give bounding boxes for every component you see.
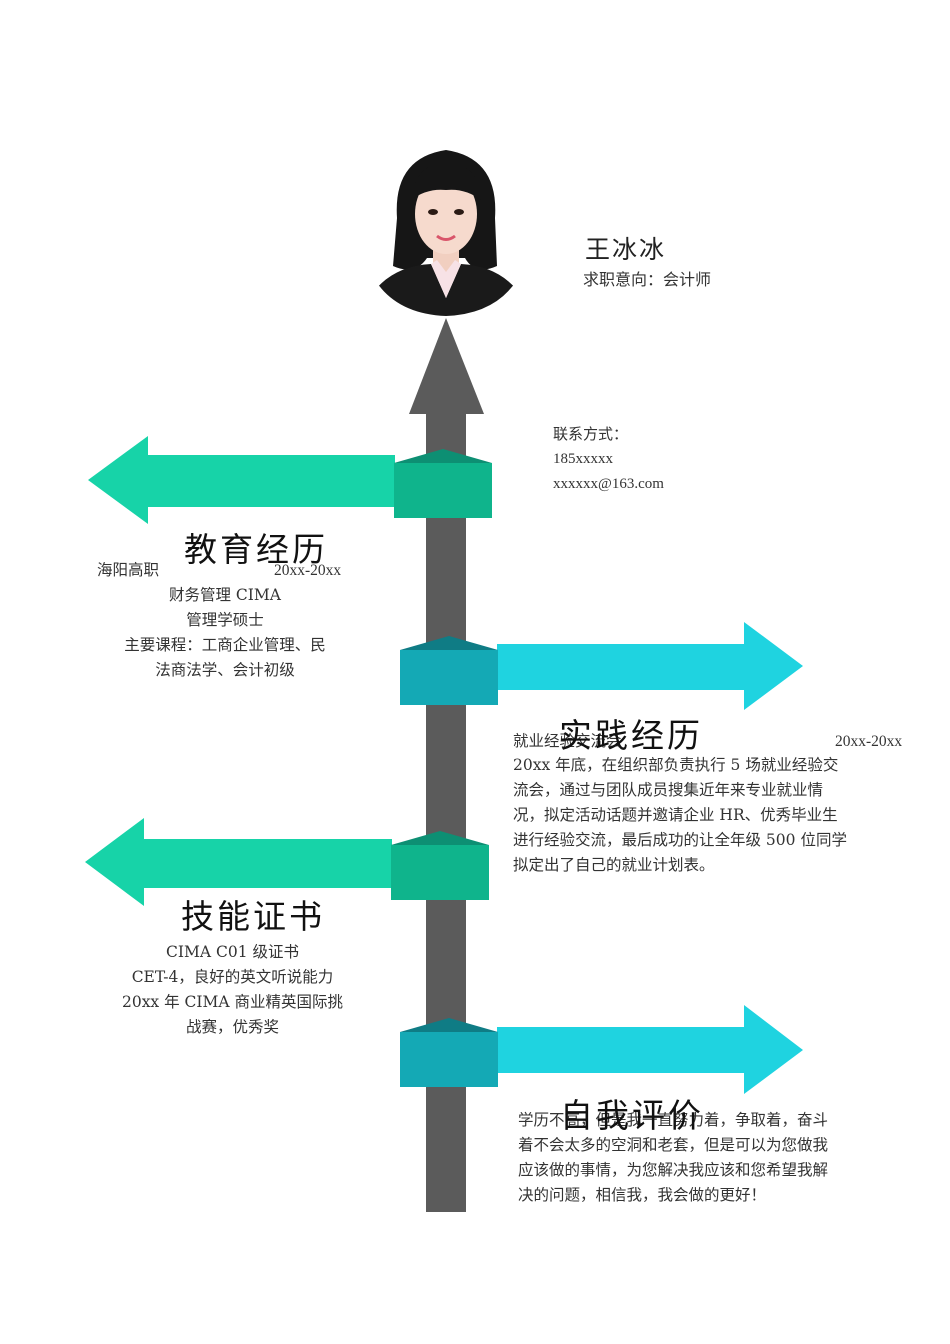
education-degree: 管理学硕士 (186, 611, 264, 629)
practice-description: 20xx 年底，在组织部负责执行 5 场就业经验交 流会，通过与团队成员搜集近年… (513, 753, 923, 878)
job-intent-value: 会计师 (663, 270, 712, 289)
education-title: 教育经历 (184, 530, 328, 569)
self-eval-line: 应该做的事情，为您解决我应该和您希望我解 (518, 1161, 829, 1179)
job-intent: 求职意向：会计师 (583, 266, 711, 290)
contact-email: xxxxxx@163.com (553, 476, 664, 492)
timeline-trunk (426, 400, 466, 1212)
practice-line: 进行经验交流，最后成功的让全年级 500 位同学 (513, 831, 847, 849)
skills-list: CIMA C01 级证书 CET-4，良好的英文听说能力 20xx 年 CIMA… (100, 940, 365, 1040)
practice-line: 况，拟定活动话题并邀请企业 HR、优秀毕业生 (513, 806, 838, 824)
education-courses-2: 法商法学、会计初级 (155, 661, 295, 679)
person-photo-icon (375, 148, 517, 316)
skills-title: 技能证书 (181, 897, 325, 936)
practice-period: 20xx-20xx (835, 733, 903, 750)
contact-block: 联系方式： 185xxxxx xxxxxx@163.com (553, 422, 664, 497)
practice-title: 实践经历 (559, 716, 703, 755)
education-major: 财务管理 CIMA (169, 586, 281, 604)
practice-event: 就业经验交流会 (513, 732, 622, 750)
skills-line: 战赛，优秀奖 (185, 1018, 279, 1036)
education-period: 20xx-20xx (274, 562, 342, 579)
practice-line: 20xx 年底，在组织部负责执行 5 场就业经验交 (513, 756, 839, 774)
education-courses-1: 主要课程：工商企业管理、民 (124, 636, 326, 654)
skills-line: CET-4，良好的英文听说能力 (131, 968, 334, 986)
skills-line: CIMA C01 级证书 (166, 943, 299, 961)
self-eval-title: 自我评价 (560, 1096, 704, 1135)
education-school: 海阳高职 (97, 561, 160, 579)
timeline-arrow-up (409, 318, 484, 414)
contact-phone: 185xxxxx (553, 451, 613, 467)
practice-arrow (400, 622, 803, 710)
self-eval-description: 学历不高，但是我一直努力着，争取着，奋斗 着不会太多的空洞和老套，但是可以为您做… (518, 1108, 918, 1208)
avatar (375, 148, 517, 318)
candidate-name: 王冰冰 (585, 235, 667, 264)
skills-line: 20xx 年 CIMA 商业精英国际挑 (121, 993, 344, 1011)
skills-arrow (85, 818, 489, 906)
education-arrow (88, 436, 492, 524)
self-eval-line: 着不会太多的空洞和老套，但是可以为您做我 (518, 1136, 829, 1154)
self-eval-line: 学历不高，但是我一直努力着，争取着，奋斗 (518, 1111, 829, 1129)
job-intent-label: 求职意向： (583, 270, 664, 289)
self-eval-arrow (400, 1005, 803, 1094)
education-details: 财务管理 CIMA 管理学硕士 主要课程：工商企业管理、民 法商法学、会计初级 (95, 583, 355, 683)
practice-line: 拟定出了自己的就业计划表。 (513, 856, 715, 874)
self-eval-line: 决的问题，相信我，我会做的更好！ (518, 1186, 767, 1204)
practice-line: 流会，通过与团队成员搜集近年来专业就业情 (513, 781, 824, 799)
contact-label: 联系方式： (553, 425, 629, 443)
